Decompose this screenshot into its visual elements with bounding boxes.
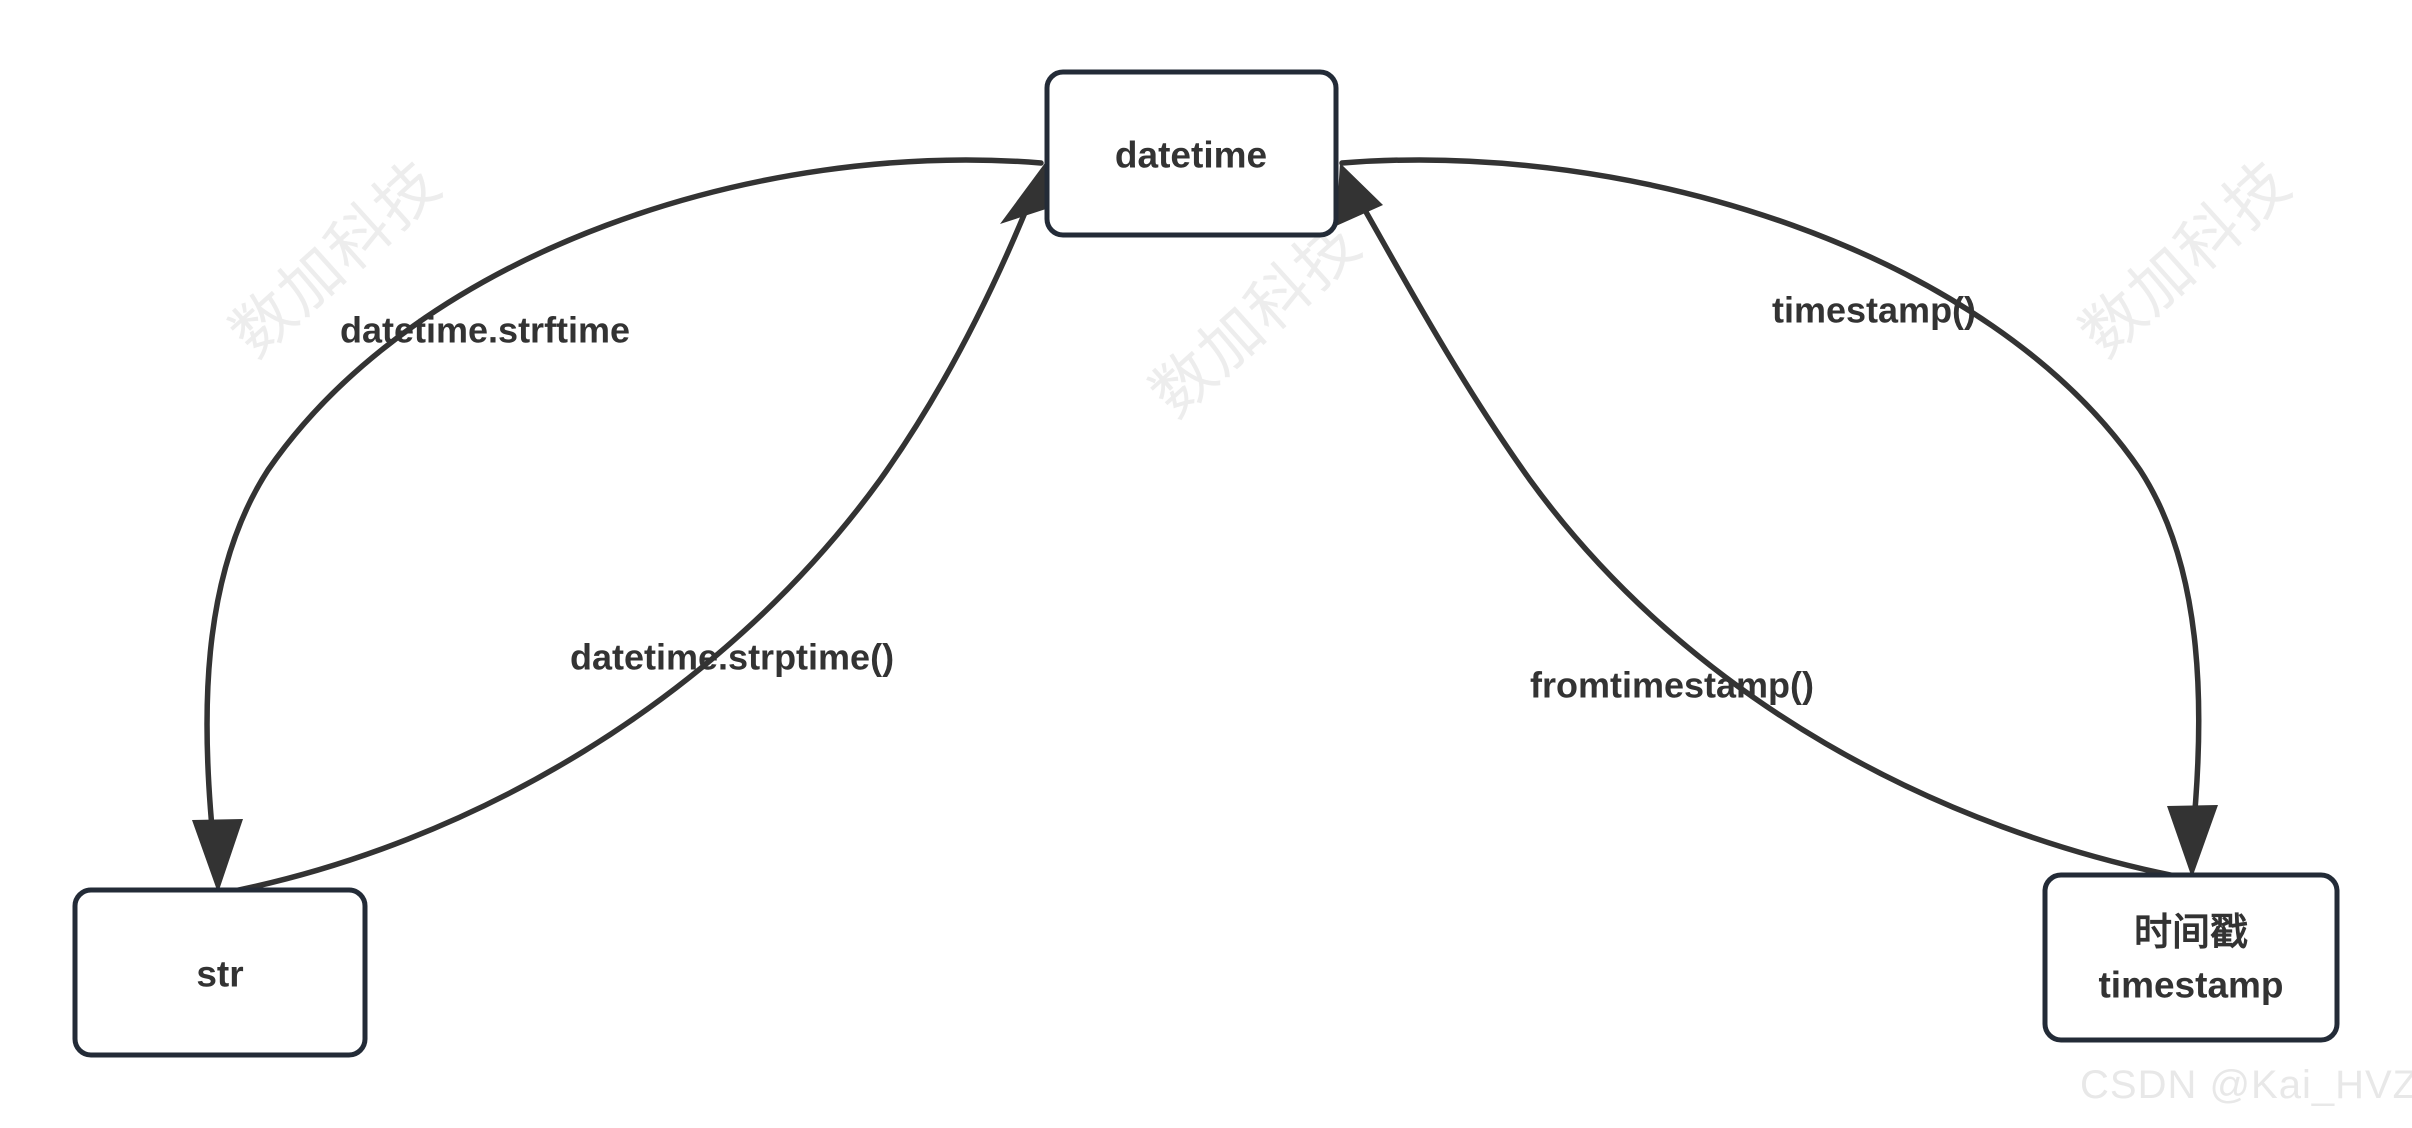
edge-strftime-arrowhead [192,819,243,893]
node-timestamp-label-cjk: 时间戳 [2134,910,2248,954]
csdn-credit-watermark: CSDN @Kai_HVZ [2080,1063,2412,1107]
edge-label-timestamp: timestamp() [1772,290,1976,331]
edge-datetime-strftime[interactable] [192,157,1044,893]
node-str-label: str [196,954,243,995]
edge-timestamp-arrowhead [2167,805,2218,878]
node-datetime-rect [1044,69,1339,238]
edge-strptime-path [221,195,1034,896]
node-timestamp[interactable]: 时间戳 timestamp [2042,872,2340,1043]
edge-timestamp-path [1339,157,2202,846]
node-timestamp-rect [2042,872,2340,1043]
edge-fromtimestamp-path [1355,195,2188,881]
node-str[interactable]: str [72,887,368,1058]
edge-fromtimestamp[interactable] [1336,163,2188,881]
node-datetime[interactable]: datetime [1044,69,1339,238]
edge-datetime-strptime[interactable] [221,163,1049,896]
edge-label-fromtimestamp: fromtimestamp() [1530,665,1814,706]
node-str-rect [72,887,368,1058]
edge-fromtimestamp-arrowhead [1336,163,1383,226]
watermark-text: 数加科技 [2066,146,2305,372]
edge-strftime-path [204,157,1044,861]
node-timestamp-label: timestamp [2098,965,2283,1006]
edge-timestamp[interactable] [1339,157,2218,878]
edge-label-strptime: datetime.strptime() [570,637,894,678]
edge-label-layer: datetime.strftime datetime.strptime() ti… [340,290,1976,706]
edge-label-strftime: datetime.strftime [340,310,630,351]
watermark-text: 数加科技 [1136,206,1375,432]
edge-strptime-arrowhead [1000,163,1049,224]
node-datetime-label: datetime [1115,135,1267,176]
